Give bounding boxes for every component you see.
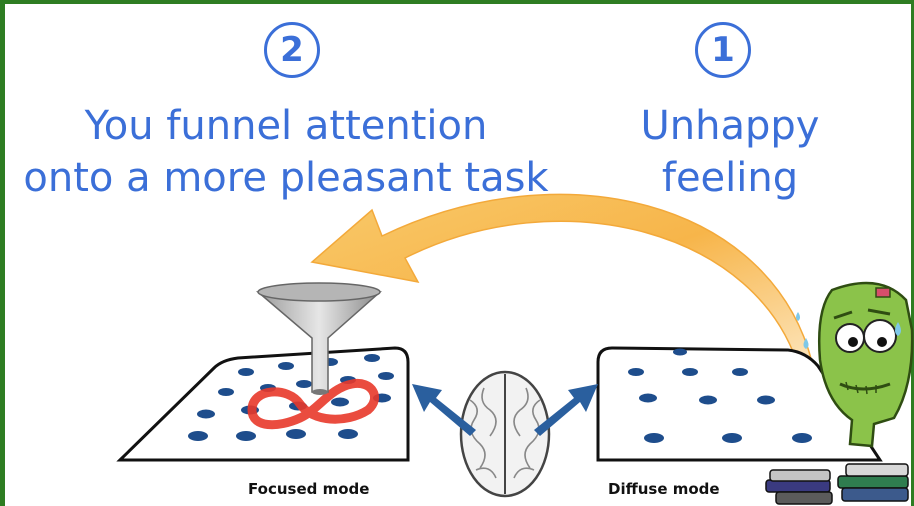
step-2-line-1: You funnel attention — [84, 103, 488, 149]
step-1-number: 1 — [695, 22, 751, 78]
mode-arrows — [412, 384, 598, 436]
curved-arrow — [310, 193, 813, 374]
focused-board — [116, 346, 410, 462]
step-1-line-2: feeling — [661, 155, 799, 201]
focused-thought-path — [247, 378, 379, 430]
step-2-text: You funnel attention onto a more pleasan… — [8, 100, 564, 204]
brain-icon — [459, 370, 551, 498]
books-icon — [765, 463, 909, 505]
zombie-icon — [796, 281, 914, 448]
focused-mode-label: Focused mode — [248, 480, 370, 498]
diffuse-board — [596, 346, 883, 462]
diffuse-dots — [628, 348, 812, 443]
step-1-text: Unhappy feeling — [610, 100, 850, 204]
step-2-number: 2 — [264, 22, 320, 78]
diffuse-mode-label: Diffuse mode — [608, 480, 720, 498]
funnel — [255, 282, 382, 395]
step-1-line-1: Unhappy — [640, 103, 820, 149]
step-2-line-2: onto a more pleasant task — [23, 155, 549, 201]
